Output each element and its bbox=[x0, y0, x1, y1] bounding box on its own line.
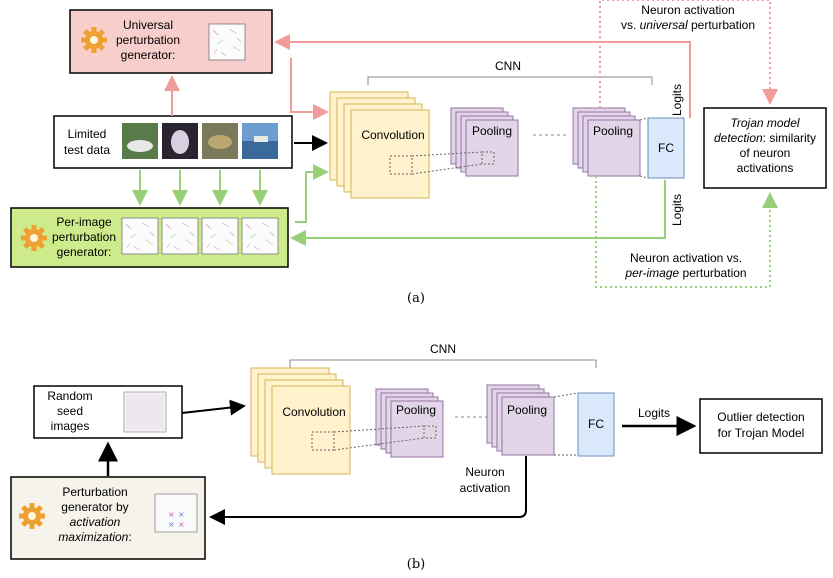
maximization-image: × × × × bbox=[154, 493, 198, 533]
logits-label-top: Logits bbox=[670, 84, 684, 116]
cnn-label: CNN bbox=[430, 342, 456, 356]
universal-perturbation-generator: Universal perturbation generator: bbox=[69, 9, 273, 74]
test-image-cat bbox=[162, 123, 198, 159]
pooling-layer-2: Pooling bbox=[486, 384, 555, 456]
cnn-brace: CNN bbox=[367, 59, 653, 85]
pooling-label-2: Pooling bbox=[507, 403, 547, 417]
neuron-vs-universal-line1: Neuron activation bbox=[641, 3, 734, 17]
outlier-detection-line2: for Trojan Model bbox=[718, 426, 805, 440]
fc-label: FC bbox=[658, 141, 674, 155]
outlier-detection-box: Outlier detection for Trojan Model bbox=[699, 398, 823, 454]
per-image-generator-line1: Per-image bbox=[56, 215, 112, 229]
perturbation-image bbox=[201, 217, 239, 255]
per-image-generator-line3: generator: bbox=[57, 245, 112, 259]
random-seed-line1: Random bbox=[47, 389, 92, 403]
svg-text:×: × bbox=[178, 520, 185, 529]
svg-text:×: × bbox=[178, 510, 185, 519]
random-seed-line3: images bbox=[51, 419, 90, 433]
universal-arrows bbox=[164, 34, 691, 120]
trojan-detection-box: Trojan model detection: similarity of ne… bbox=[703, 107, 827, 189]
per-image-generator-line2: perturbation bbox=[52, 230, 116, 244]
perturbation-image bbox=[121, 217, 159, 255]
seed-to-cnn-arrow bbox=[181, 399, 246, 416]
test-image-car bbox=[122, 123, 158, 159]
neuron-activation-line2: activation bbox=[460, 481, 511, 495]
gear-icon bbox=[19, 503, 45, 529]
fc-label: FC bbox=[588, 417, 604, 431]
fc-layer: FC bbox=[639, 117, 685, 179]
cnn-brace: CNN bbox=[289, 342, 597, 368]
perturbation-image bbox=[208, 23, 246, 61]
neuron-vs-per-image-line2: per-image perturbation bbox=[624, 266, 746, 280]
conv-to-pool-dashes bbox=[333, 425, 425, 451]
neuron-vs-universal-line2: vs. universal perturbation bbox=[621, 18, 755, 32]
per-image-arrows bbox=[132, 164, 666, 246]
convolution-label: Convolution bbox=[282, 405, 345, 419]
pooling-layer-1: Pooling bbox=[375, 388, 444, 458]
trojan-detection-line1: Trojan model bbox=[730, 116, 799, 130]
seed-image bbox=[123, 391, 167, 433]
activation-maximization-generator: Perturbation generator by activation max… bbox=[10, 476, 206, 560]
universal-generator-line1: Universal bbox=[123, 18, 173, 32]
perturbation-image bbox=[161, 217, 199, 255]
generator-line3: activation bbox=[70, 515, 121, 529]
generator-line4: maximization: bbox=[58, 530, 131, 544]
convolution-layer: Convolution bbox=[250, 367, 351, 475]
trojan-detection-line4: activations bbox=[737, 161, 794, 175]
gear-icon bbox=[21, 225, 47, 251]
neuron-vs-per-image-line1: Neuron activation vs. bbox=[630, 251, 742, 265]
test-image-ship bbox=[242, 123, 278, 159]
universal-generator-line3: generator: bbox=[121, 48, 176, 62]
generator-line1: Perturbation bbox=[62, 485, 127, 499]
convolution-label: Convolution bbox=[361, 128, 424, 142]
neuron-activation-line1: Neuron bbox=[465, 465, 504, 479]
pooling-label-2: Pooling bbox=[593, 124, 633, 138]
random-seed-line2: seed bbox=[57, 404, 83, 418]
pooling-label-1: Pooling bbox=[396, 403, 436, 417]
outlier-detection-line1: Outlier detection bbox=[717, 410, 804, 424]
activation-feedback-arrow bbox=[209, 456, 527, 525]
caption-a: (a) bbox=[407, 291, 425, 306]
pooling-layer-1: Pooling bbox=[450, 107, 519, 177]
logits-label: Logits bbox=[638, 406, 670, 420]
trojan-detection-line3: of neuron bbox=[740, 146, 791, 160]
per-image-perturbation-generator: Per-image perturbation generator: bbox=[10, 207, 289, 268]
perturbation-image bbox=[241, 217, 279, 255]
pooling-label-1: Pooling bbox=[472, 124, 512, 138]
svg-text:×: × bbox=[168, 510, 175, 519]
trojan-detection-line2: detection: similarity bbox=[714, 131, 816, 145]
limited-test-data-line2: test data bbox=[64, 143, 110, 157]
logits-label-bottom: Logits bbox=[670, 194, 684, 226]
cnn-label: CNN bbox=[495, 59, 521, 73]
caption-b: (b) bbox=[407, 557, 425, 572]
svg-text:×: × bbox=[168, 520, 175, 529]
limited-test-data-box: Limited test data bbox=[53, 115, 293, 169]
limited-test-data-line1: Limited bbox=[68, 127, 107, 141]
random-seed-box: Random seed images bbox=[33, 385, 183, 439]
pooling-layer-2: Pooling bbox=[572, 107, 641, 177]
per-image-activation-path bbox=[595, 176, 778, 288]
generator-line2: generator by bbox=[61, 500, 128, 514]
test-image-frog bbox=[202, 123, 238, 159]
convolution-layer: Convolution bbox=[329, 91, 430, 199]
gear-icon bbox=[81, 27, 107, 53]
universal-generator-line2: perturbation bbox=[116, 33, 180, 47]
fc-layer: FC bbox=[553, 392, 615, 457]
